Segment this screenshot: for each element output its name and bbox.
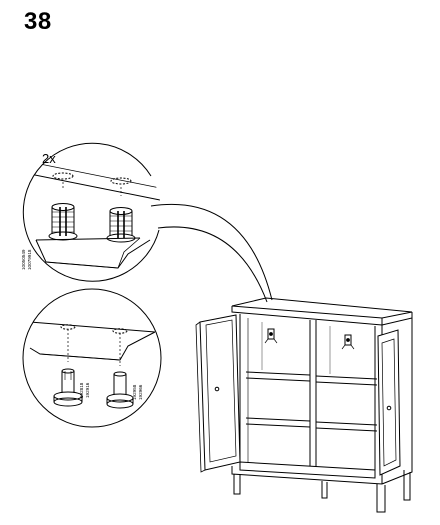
shelf-peg-2 (106, 371, 134, 409)
part-number-label: 192966 (138, 384, 143, 400)
callout-line (150, 203, 273, 303)
cabinet (195, 297, 413, 513)
hinge-2 (341, 334, 355, 350)
step-number: 38 (24, 8, 52, 35)
part-number-label: 192958 (132, 384, 137, 400)
part-number-label: 10079918 (27, 249, 32, 270)
shelf-peg-1 (53, 368, 83, 407)
door-left (195, 314, 241, 473)
threaded-insert-2 (106, 207, 136, 243)
quantity-label: 2x (42, 151, 56, 166)
hinge-1 (264, 328, 278, 344)
part-number-label: 192916 (85, 382, 90, 398)
part-number-label: 10050549 (21, 249, 26, 270)
part-number-label: 192818 (79, 382, 84, 398)
detail-circle-bottom: 192818 192916 192958 192966 (22, 288, 162, 428)
threaded-insert-1 (48, 203, 78, 241)
door-right (377, 329, 401, 476)
detail-circle-top: 10050549 10079918 (21, 142, 161, 282)
